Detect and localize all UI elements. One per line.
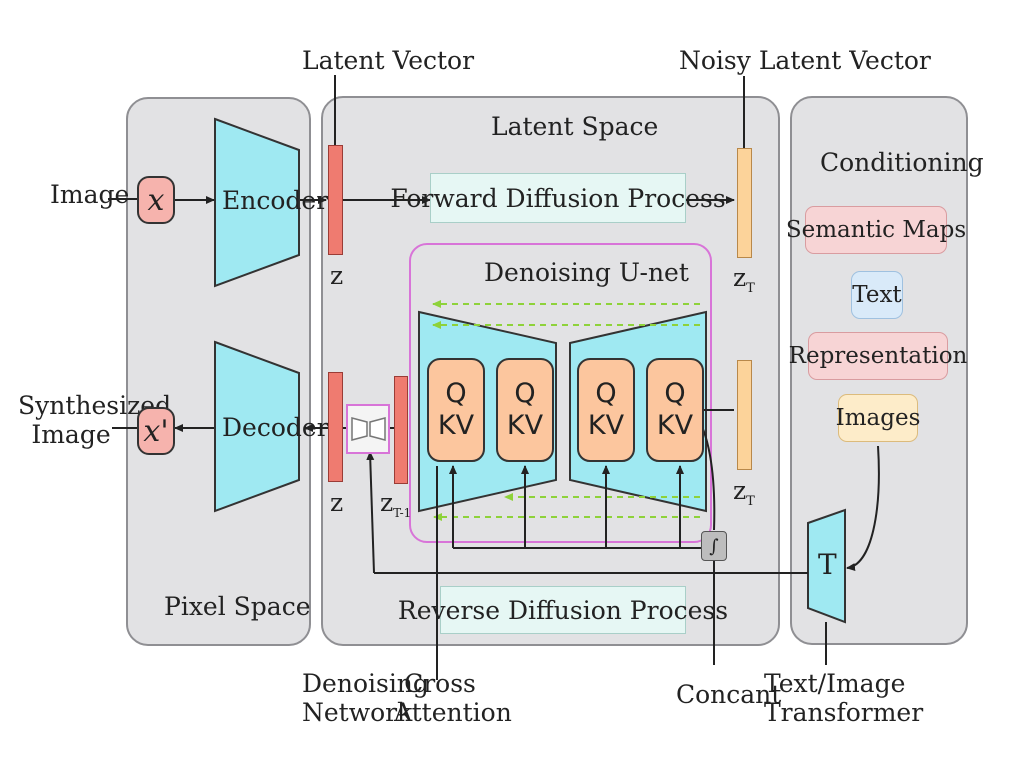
denoising-network-label: Denoising Network <box>302 669 429 727</box>
image-label: Image <box>50 180 130 209</box>
conditioning-title: Conditioning <box>820 148 984 177</box>
zT-1-label: zT-1 <box>380 488 412 520</box>
conditioning-representation: Representation <box>789 332 967 380</box>
noisy-latent-bottom-bar <box>737 360 752 470</box>
zT-top-label: zT <box>733 263 755 296</box>
conditioning-text: Text <box>851 271 903 319</box>
text-image-transformer-label: Text/Image Transformer <box>764 669 924 727</box>
decoder-label: Decoder <box>222 413 329 442</box>
noisy-latent-vector-label: Noisy Latent Vector <box>679 46 931 75</box>
encoder-shape <box>214 117 300 288</box>
transformer-shape <box>807 508 846 624</box>
latent-vector-bar <box>328 145 343 255</box>
zT-bottom-label: zT <box>733 476 755 509</box>
encoder-label: Encoder <box>222 186 329 215</box>
input-image-node: x <box>137 176 175 224</box>
latent-space-title: Latent Space <box>491 112 659 141</box>
noisy-latent-top-bar <box>737 148 752 258</box>
latent-vector-label: Latent Vector <box>302 46 475 75</box>
cross-attention-label: Cross Attention <box>394 669 512 727</box>
output-image-node: x' <box>137 407 175 455</box>
conditioning-images: Images <box>836 394 920 442</box>
transformer-label: T <box>818 548 837 581</box>
decoder-shape <box>214 340 300 513</box>
synthesized-image-label: Synthesized Image <box>18 391 172 449</box>
forward-diffusion-process-box: Forward Diffusion Process <box>390 173 726 223</box>
reverse-diffusion-process-box: Reverse Diffusion Process <box>398 586 728 634</box>
switch-node: ∫ <box>701 531 727 561</box>
latent-z-bottom-bar <box>328 372 343 482</box>
concant-label: Concant <box>676 680 782 709</box>
z-bottom-label: z <box>330 488 344 517</box>
conditioning-semantic-maps: Semantic Maps <box>786 206 966 254</box>
unet-box <box>409 243 712 543</box>
latent-zT1-bar <box>394 376 408 484</box>
z-top-label: z <box>330 261 344 290</box>
unet-title: Denoising U-net <box>484 258 689 287</box>
pixel-space-title: Pixel Space <box>164 592 311 621</box>
